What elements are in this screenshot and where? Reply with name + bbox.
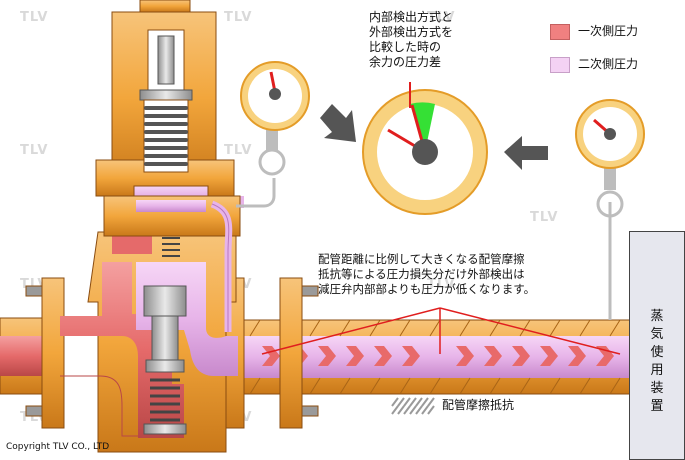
gray-arrow-icon: [320, 104, 548, 170]
legend-label-secondary: 二次側圧力: [578, 57, 639, 71]
friction-pointer-lines: [261, 307, 621, 355]
watermark: TLV: [20, 10, 49, 25]
valve-body: [60, 225, 238, 453]
watermark: TLV: [530, 210, 559, 225]
legend-swatch-primary: [550, 24, 570, 40]
steam-equipment-label: 蒸 気 使 用 装 置: [650, 309, 664, 414]
comparison-gauge: [362, 89, 488, 215]
valve-bonnet: [95, 0, 244, 237]
watermark: TLV: [427, 277, 456, 292]
friction-arrow-icon: [391, 397, 435, 415]
pressure-margin-annotation: 内部検出方式と 外部検出方式を 比較した時の 余力の圧力差: [369, 10, 454, 69]
steam-equipment-box: 蒸 気 使 用 装 置: [629, 231, 685, 460]
sensing-line: [210, 200, 233, 332]
friction-note-annotation: 配管距離に比例して大きくなる配管摩擦 抵抗等による圧力損失分だけ外部検出は 減圧…: [318, 252, 536, 296]
outer-pressure-gauge: [575, 99, 645, 320]
inner-pressure-gauge: [236, 61, 310, 208]
watermark: TLV: [427, 10, 456, 25]
legend-label-primary: 一次側圧力: [578, 24, 639, 38]
watermark: TLV: [224, 10, 253, 25]
friction-label: 配管摩擦抵抗: [442, 398, 515, 412]
legend-swatch-secondary: [550, 57, 570, 73]
copyright-notice: Copyright TLV CO., LTD: [6, 442, 110, 452]
watermark: TLV: [224, 143, 253, 158]
watermark: TLV: [20, 143, 49, 158]
